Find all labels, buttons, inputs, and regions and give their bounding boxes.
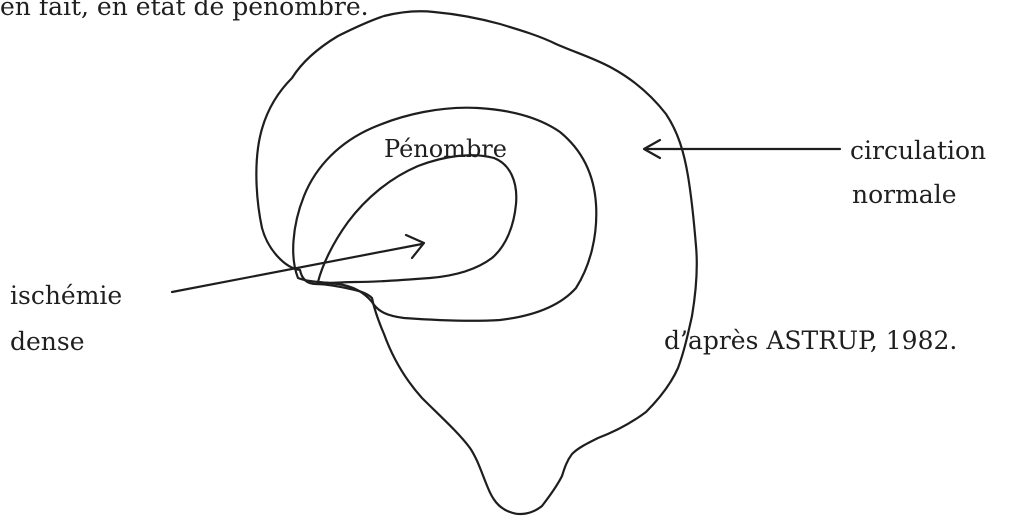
penumbra-label: Pénombre [384,137,507,161]
normal-circulation-label-line2: normale [852,182,957,207]
ischemia-label-line2: dense [10,329,85,354]
ischemia-core-outline [318,155,516,283]
header-text: en fait, en état de pénombre. [0,0,369,19]
ischemia-label-line1: ischémie [10,283,122,308]
source-citation: d’après ASTRUP, 1982. [664,328,957,353]
normal-circulation-label-line1: circulation [850,138,986,163]
ischemia-arrow-line [172,244,422,292]
